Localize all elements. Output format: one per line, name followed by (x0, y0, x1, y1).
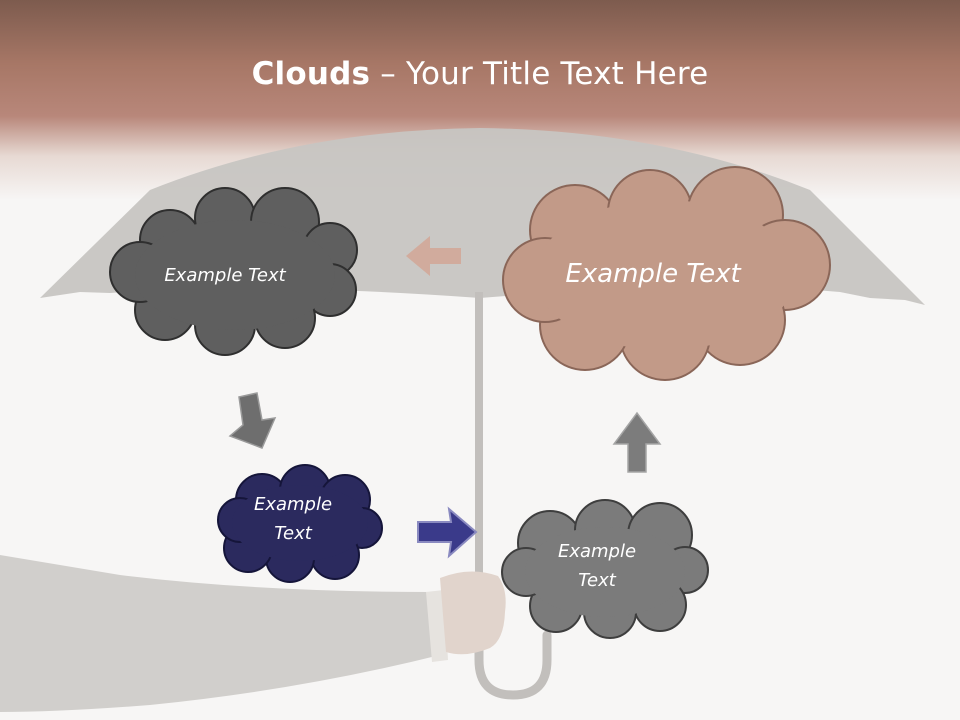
arrow-up-icon (612, 411, 662, 473)
cloud-top-left-label: Example Text (164, 265, 286, 286)
cloud-top-right-text: Example Text (548, 257, 758, 291)
cloud-bottom-right-text: Example Text (542, 537, 652, 595)
cloud-top-left-text: Example Text (140, 261, 310, 290)
arrow-down-icon (228, 392, 277, 449)
title-bold: Clouds (251, 56, 371, 92)
title-separator: – (370, 56, 406, 92)
arrow-right-icon (417, 506, 478, 559)
cloud-bottom-left-line1: Example (253, 494, 333, 515)
cloud-bottom-left-text: Example Text (238, 490, 348, 548)
cloud-bottom-right-line2: Text (578, 570, 616, 591)
cloud-top-right-label: Example Text (565, 259, 741, 289)
hand-icon (0, 555, 506, 712)
cloud-bottom-left-line2: Text (274, 523, 312, 544)
title-rest: Your Title Text Here (406, 56, 709, 92)
cloud-bottom-right-line1: Example (557, 541, 637, 562)
slide-title: Clouds – Your Title Text Here (0, 56, 960, 92)
arrow-left-icon (406, 236, 461, 276)
